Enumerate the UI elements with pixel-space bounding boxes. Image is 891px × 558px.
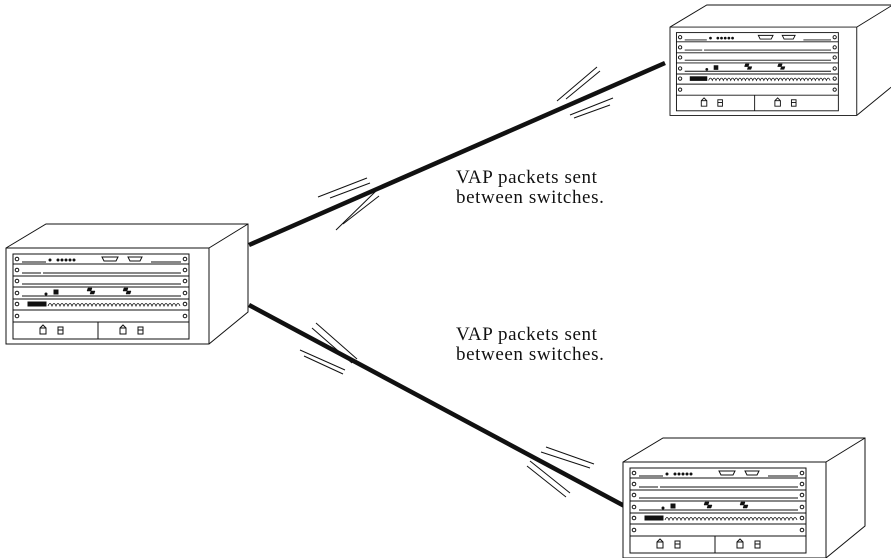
link-line-lower [247,303,632,511]
link-label-upper-line2: between switches. [456,187,605,208]
signal-ticks-lower [299,322,595,498]
link-label-upper-line1: VAP packets sent [456,167,598,188]
switch-bottom-right [622,437,866,558]
signal-ticks-upper [317,66,614,231]
switch-left [5,223,249,345]
link-label-lower-line2: between switches. [456,344,605,365]
link-label-upper: VAP packets sent between switches. [456,168,604,208]
switch-top-right [669,4,891,116]
link-line-upper [248,60,666,248]
link-label-lower-line1: VAP packets sent [456,324,598,345]
link-label-lower: VAP packets sent between switches. [456,325,604,365]
